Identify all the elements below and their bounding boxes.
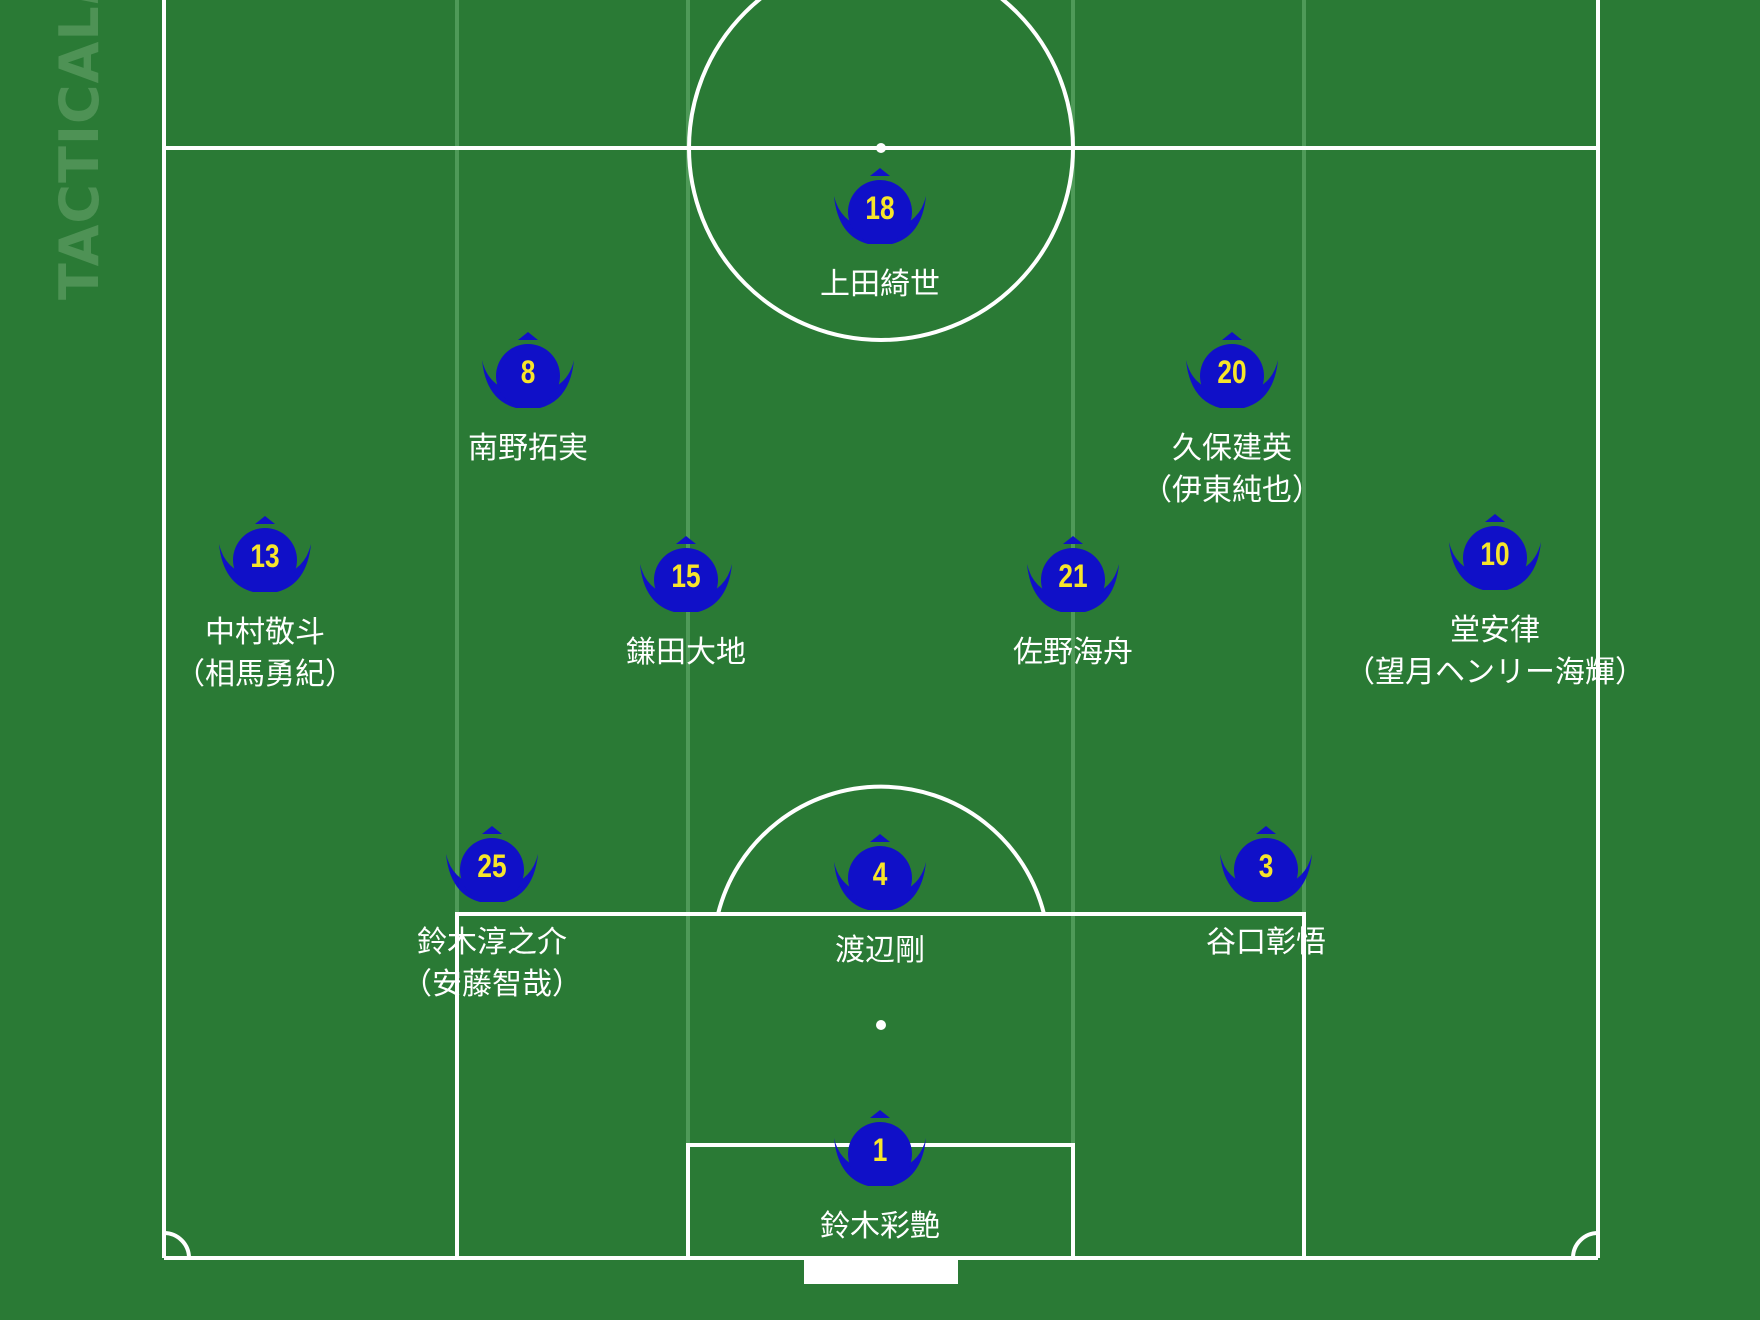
player-number: 21: [1058, 558, 1088, 594]
player-number: 1: [872, 1132, 888, 1168]
player-number: 10: [1480, 536, 1510, 572]
pitch-markings: [162, 0, 1600, 1260]
player-name: 谷口彰悟: [1206, 925, 1326, 960]
player-number: 15: [671, 558, 701, 594]
player-number: 13: [250, 538, 280, 574]
player-number: 8: [520, 354, 536, 390]
player-name: 佐野海舟: [1013, 635, 1133, 670]
player-name: 久保建英（伊東純也）: [1142, 431, 1322, 508]
goal: [804, 1260, 958, 1284]
player-number: 18: [865, 190, 895, 226]
player-name: 南野拓実: [468, 431, 588, 466]
player-number: 25: [477, 848, 507, 884]
player-name: 上田綺世: [820, 267, 940, 302]
player-name: 堂安律（望月ヘンリー海輝）: [1345, 613, 1645, 690]
player-name: 渡辺剛: [835, 933, 925, 968]
player-number: 3: [1258, 848, 1274, 884]
player-name: 鈴木彩艶: [820, 1209, 940, 1244]
player-number: 4: [872, 856, 888, 892]
player-name: 中村敬斗（相馬勇紀）: [175, 615, 355, 692]
player-name: 鎌田大地: [626, 635, 746, 670]
player-number: 20: [1217, 354, 1247, 390]
watermark-logo: TACTICALista: [48, 0, 111, 300]
player-name: 鈴木淳之介（安藤智哉）: [402, 925, 582, 1002]
